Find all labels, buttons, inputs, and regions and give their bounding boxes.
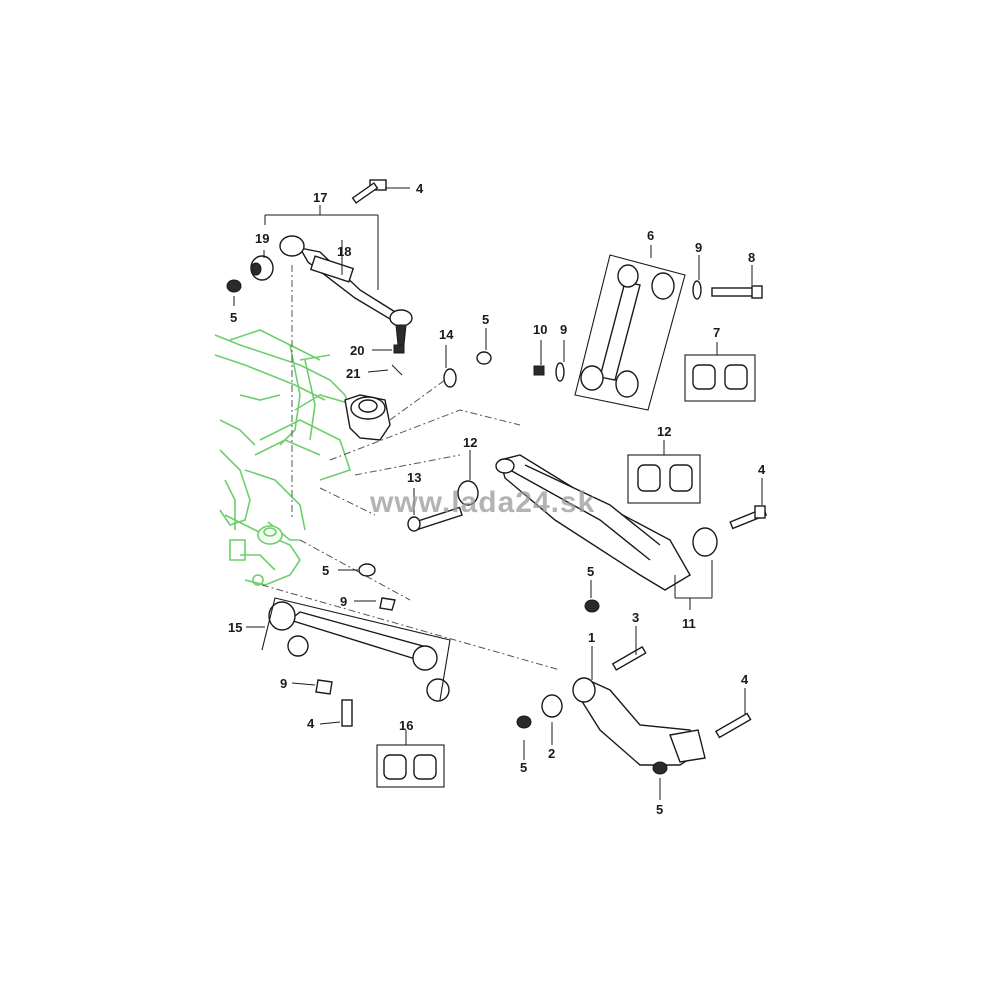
callout-5: 5	[656, 802, 663, 817]
callout-20: 20	[350, 343, 364, 358]
callout-2: 2	[548, 746, 555, 761]
callout-9: 9	[695, 240, 702, 255]
lower-link-15	[261, 597, 451, 702]
bolt-4d	[714, 712, 752, 739]
callout-9: 9	[560, 322, 567, 337]
bolt-link	[341, 699, 353, 727]
callout-6: 6	[647, 228, 654, 243]
leader-lines	[233, 187, 763, 800]
nut-pin	[391, 344, 405, 376]
callout-18: 18	[337, 244, 351, 259]
callout-12: 12	[463, 435, 477, 450]
callout-9: 9	[340, 594, 347, 609]
bushing-kit-12	[627, 454, 701, 504]
nut-5f	[652, 761, 668, 775]
callout-5: 5	[587, 564, 594, 579]
callout-16: 16	[399, 718, 413, 733]
bolt-13	[407, 506, 463, 532]
callout-8: 8	[748, 250, 755, 265]
callout-10: 10	[533, 322, 547, 337]
callout-19: 19	[255, 231, 269, 246]
nut-arm	[584, 599, 600, 613]
bushing-kit-16	[376, 744, 445, 788]
callout-4: 4	[741, 672, 749, 687]
callout-21: 21	[346, 366, 360, 381]
bolt-right	[729, 505, 768, 530]
trailing-arm	[457, 454, 718, 591]
callout-3: 3	[632, 610, 639, 625]
watermark: www.lada24.sk	[369, 486, 595, 519]
callout-5: 5	[322, 563, 329, 578]
callout-17: 17	[313, 190, 327, 205]
bolt-3	[611, 645, 647, 671]
bushing-kit-7	[684, 354, 756, 402]
upper-toe-link	[279, 235, 413, 346]
callout-11: 11	[682, 616, 696, 631]
callout-4: 4	[416, 181, 424, 196]
knuckle-mount	[344, 394, 391, 441]
callout-15: 15	[228, 620, 242, 635]
lower-arm-1	[541, 677, 706, 766]
callout-7: 7	[713, 325, 720, 340]
callout-5: 5	[482, 312, 489, 327]
callouts: 17 4 19 18 5 20 21 14 5 6 9 8 10 9 7 12 …	[228, 181, 766, 817]
callout-13: 13	[407, 470, 421, 485]
washer-14	[443, 351, 492, 388]
nut-10	[533, 362, 565, 382]
washer-9c	[379, 597, 396, 611]
washer-link	[358, 563, 376, 577]
callout-1: 1	[588, 630, 595, 645]
callout-4: 4	[307, 716, 315, 731]
bushing-19	[226, 255, 274, 293]
callout-14: 14	[439, 327, 454, 342]
washer-9d	[315, 679, 333, 695]
nut-5e	[516, 715, 532, 729]
callout-4: 4	[758, 462, 766, 477]
subframe	[214, 329, 356, 586]
callout-5: 5	[230, 310, 237, 325]
bolt-top	[351, 179, 387, 204]
bolt-8	[692, 280, 763, 300]
callout-9: 9	[280, 676, 287, 691]
callout-5: 5	[520, 760, 527, 775]
link-6	[574, 254, 686, 411]
callout-12: 12	[657, 424, 671, 439]
